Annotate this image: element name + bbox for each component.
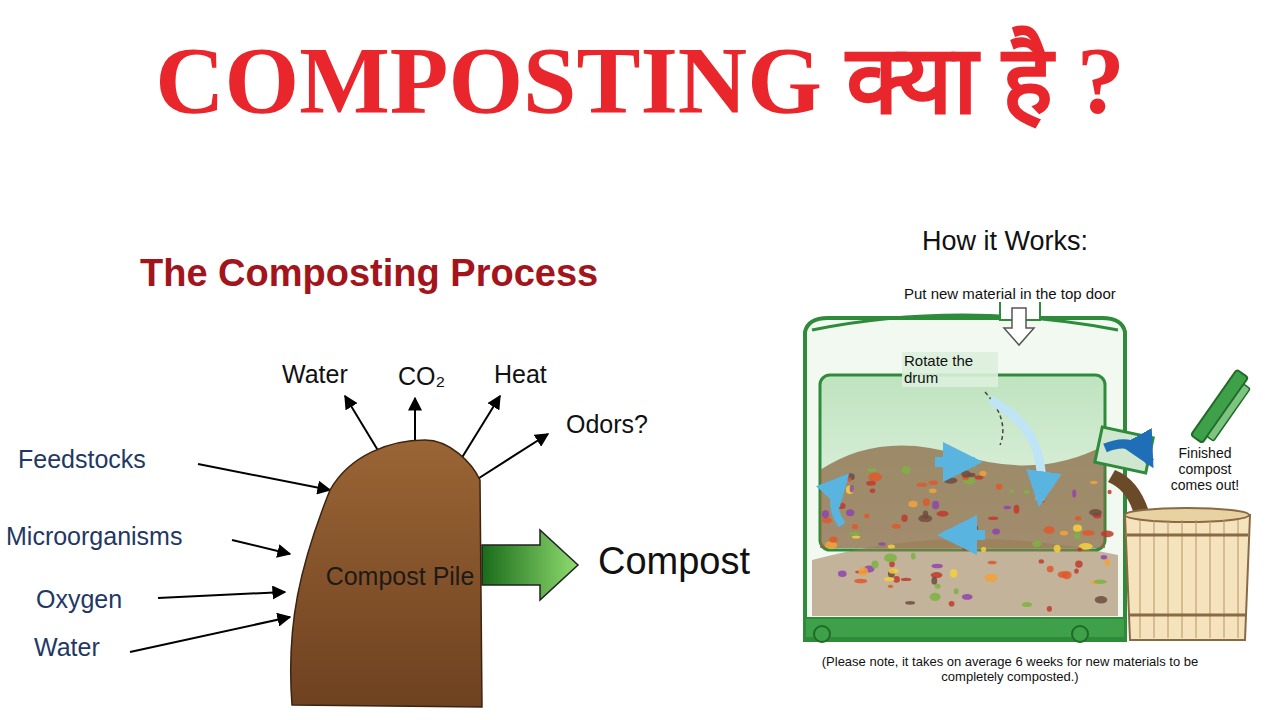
compost-pile: Compost Pile — [280, 425, 490, 710]
input-label: Oxygen — [36, 585, 122, 614]
product-label: Compost — [598, 540, 750, 584]
output-label: Odors? — [566, 410, 648, 439]
input-label: Feedstocks — [18, 445, 146, 474]
step-label: Finished compost comes out! — [1158, 445, 1252, 493]
bin-lid — [1191, 369, 1255, 447]
step-label: Rotate the drum — [902, 352, 998, 387]
section-heading: The Composting Process — [140, 252, 680, 296]
output-label: Heat — [494, 360, 547, 389]
section-heading: How it Works: — [922, 226, 1088, 257]
compost-bucket — [1125, 508, 1250, 640]
composter-bin — [805, 300, 1153, 642]
page-title: COMPOSTING क्या है ? — [0, 28, 1280, 134]
input-label: Microorganisms — [6, 522, 182, 551]
pile-label: Compost Pile — [325, 560, 475, 593]
note: (Please note, it takes on average 6 week… — [820, 655, 1200, 685]
step-label: Put new material in the top door — [902, 285, 1118, 302]
input-label: Water — [34, 633, 100, 662]
output-label: CO₂ — [398, 362, 445, 391]
output-label: Water — [282, 360, 348, 389]
output-arrow — [482, 530, 578, 600]
